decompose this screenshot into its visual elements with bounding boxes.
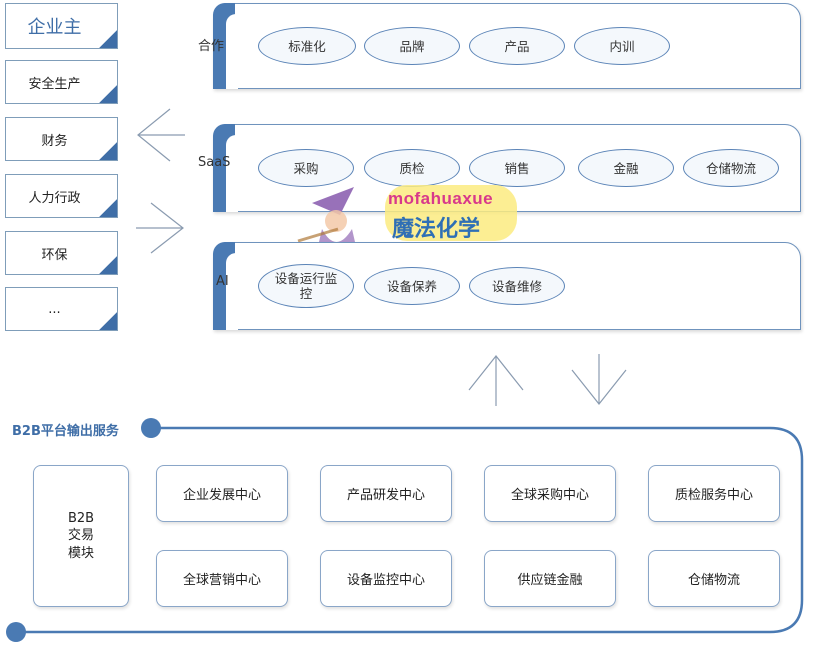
center-product-rnd[interactable]: 产品研发中心: [320, 465, 452, 522]
panel-tab-inner: [226, 135, 238, 212]
pill-procurement[interactable]: 采购: [258, 149, 354, 187]
pill-sales[interactable]: 销售: [469, 149, 565, 187]
ai-label: AI: [216, 274, 229, 289]
pill-training[interactable]: 内训: [574, 27, 670, 65]
sidebar-item-label: 人力行政: [28, 190, 81, 206]
module-line: B2B: [67, 510, 95, 526]
center-global-marketing[interactable]: 全球营销中心: [156, 550, 288, 607]
center-quality-inspection[interactable]: 质检服务中心: [648, 465, 780, 522]
sidebar-item-environment[interactable]: 环保: [5, 231, 118, 275]
arrow-down-icon: [571, 354, 627, 405]
platform-frame: [18, 426, 804, 634]
module-line: 模块: [67, 545, 94, 561]
sidebar-item-label: 环保: [41, 247, 68, 263]
exchange-arrows-svg: [468, 354, 627, 406]
pill-equipment-maintenance[interactable]: 设备保养: [364, 267, 460, 305]
center-equipment-monitoring[interactable]: 设备监控中心: [320, 550, 452, 607]
arrow-left-icon: [137, 108, 185, 162]
pill-brand[interactable]: 品牌: [364, 27, 460, 65]
sidebar-item-label: 财务: [41, 133, 68, 149]
panel-tab-inner: [226, 14, 238, 89]
arrow-up-icon: [468, 355, 524, 406]
sidebar-item-enterprise-owner[interactable]: 企业主: [5, 3, 118, 49]
b2b-trade-module[interactable]: B2B 交易 模块: [33, 465, 129, 607]
sidebar-item-safety-production[interactable]: 安全生产: [5, 60, 118, 104]
page-fold-cover: [99, 142, 117, 160]
pill-product[interactable]: 产品: [469, 27, 565, 65]
sidebar-item-label: 安全生产: [28, 76, 81, 92]
sidebar-item-label: 企业主: [27, 17, 82, 38]
saas-label: SaaS: [198, 155, 231, 170]
center-supply-chain-finance[interactable]: 供应链金融: [484, 550, 616, 607]
sidebar-item-hr-admin[interactable]: 人力行政: [5, 174, 118, 218]
platform-title: B2B平台输出服务: [12, 424, 119, 439]
watermark-background: [385, 185, 517, 241]
arrows-svg: [136, 108, 185, 254]
center-global-procurement[interactable]: 全球采购中心: [484, 465, 616, 522]
page-fold-cover: [99, 256, 117, 274]
platform-end-dot: [6, 622, 26, 642]
pill-warehouse-logistics[interactable]: 仓储物流: [683, 149, 779, 187]
platform-start-dot: [141, 418, 161, 438]
sidebar-item-label: ...: [48, 301, 61, 317]
page-fold-cover: [99, 199, 117, 217]
watermark-text-chinese: 魔法化学: [392, 217, 481, 242]
pill-finance[interactable]: 金融: [578, 149, 674, 187]
center-warehouse-logistics[interactable]: 仓储物流: [648, 550, 780, 607]
pill-equipment-repair[interactable]: 设备维修: [469, 267, 565, 305]
watermark-text-latin: mofahuaxue: [388, 189, 494, 208]
module-line: 交易: [67, 528, 94, 544]
arrow-right-icon: [136, 202, 184, 254]
sidebar-item-more[interactable]: ...: [5, 287, 118, 331]
panel-tab-inner: [226, 253, 238, 330]
page-fold-cover: [99, 85, 117, 103]
center-enterprise-development[interactable]: 企业发展中心: [156, 465, 288, 522]
pill-equipment-monitoring[interactable]: 设备运行监控: [258, 264, 354, 308]
page-fold-cover: [99, 30, 117, 48]
sidebar-item-finance[interactable]: 财务: [5, 117, 118, 161]
page-fold-cover: [99, 312, 117, 330]
cooperation-label: 合作: [198, 39, 225, 54]
pill-quality-inspection[interactable]: 质检: [364, 149, 460, 187]
pill-standardization[interactable]: 标准化: [258, 27, 356, 65]
